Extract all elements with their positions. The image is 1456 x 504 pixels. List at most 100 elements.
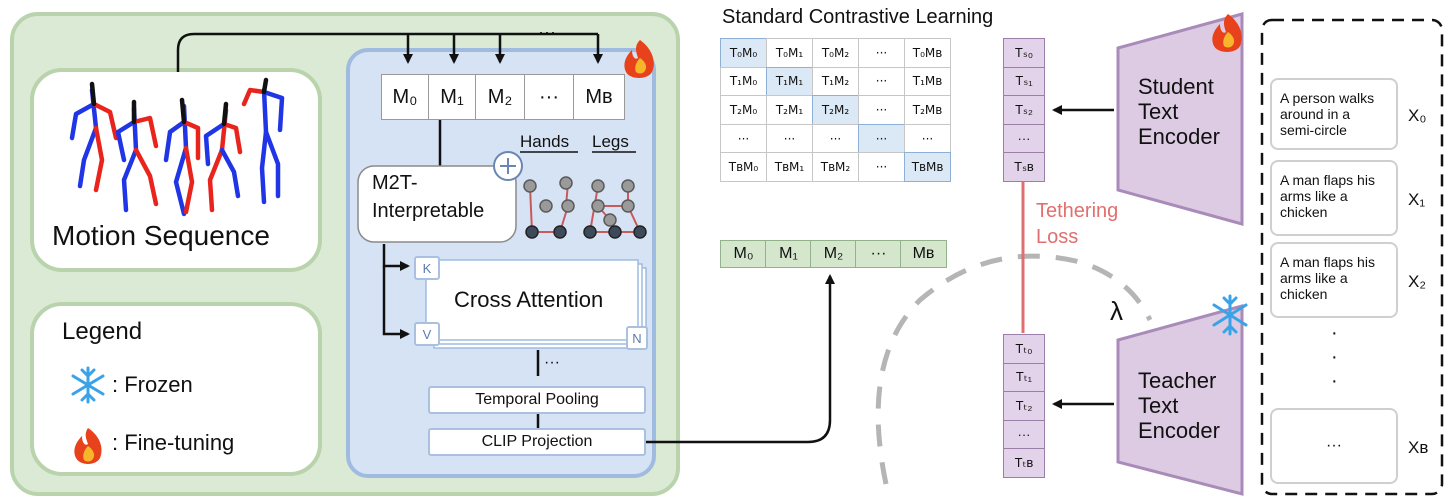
contrastive-title: Standard Contrastive Learning [722,6,994,28]
matrix-cell: TʙM₀ [720,152,767,182]
motion-embedding-cell: M₀ [720,240,767,268]
matrix-cell: T₀M₂ [812,38,859,68]
lambda-dashed-arc [875,253,1153,485]
tethering-label-line1: Tethering [1036,200,1119,222]
teacher-token: ··· [1003,419,1045,449]
matrix-cell: TʙMʙ [904,152,951,182]
proj-to-embedding-arrow [646,274,835,444]
matrix-cell: T₂M₀ [720,95,767,125]
fire-icon-student [1212,14,1242,52]
temporal-pooling-box: Temporal Pooling [428,386,646,414]
student-encoder-shape [1116,12,1244,226]
matrix-cell: T₁M₁ [766,66,813,97]
teacher-token: Tₜʙ [1003,448,1045,478]
student-token: ··· [1003,123,1045,153]
teacher-token: Tₜ₁ [1003,362,1045,392]
matrix-cell: T₁M₀ [720,66,767,97]
matrix-cell: T₀Mʙ [904,38,951,68]
cross-attention-label: Cross Attention [454,287,604,312]
matrix-cell: T₁M₂ [812,66,859,97]
skeleton-figures [69,77,285,217]
motion-token-0: M₀ [381,74,429,120]
legs-label: Legs [592,132,629,151]
joint-graph-icon [523,176,647,239]
cross-attention-box [425,259,639,341]
snowflake-icon-teacher [1212,294,1248,336]
legend-frozen-label: : Frozen [112,372,193,397]
matrix-cell: T₀M₁ [766,38,813,68]
k-label: K [414,256,440,280]
top-ellipsis: ··· [538,22,556,42]
caption-label-0: X₀ [1408,106,1427,125]
caption-label-2: X₂ [1408,272,1426,291]
matrix-cell: TʙM₁ [766,152,813,182]
student-token: Tₛʙ [1003,152,1045,182]
student-token: Tₛ₀ [1003,38,1045,68]
matrix-cell: ··· [720,123,767,154]
caption-box-2: A man flaps his arms like a chicken [1270,242,1398,318]
student-token: Tₛ₁ [1003,66,1045,96]
clip-projection-box: CLIP Projection [428,428,646,456]
snowflake-icon [71,366,105,404]
matrix-cell: T₂M₁ [766,95,813,125]
caption-label-b: Xʙ [1408,438,1429,457]
matrix-cell: T₂Mʙ [904,95,951,125]
fire-icon-encoder [624,40,654,78]
motion-token-b: Mʙ [573,74,625,120]
caption-box-1: A man flaps his arms like a chicken [1270,160,1398,236]
matrix-cell: ··· [858,95,905,125]
caption-container [1260,18,1444,496]
hands-label: Hands [520,132,570,151]
teacher-encoder-label-1: Teacher [1138,368,1217,393]
student-encoder-label-2: Text [1138,99,1179,124]
caption-box-0: A person walks around in a semi-circle [1270,78,1398,150]
matrix-cell: ··· [858,152,905,182]
m2t-label-line1: M2T- [372,172,418,194]
motion-token-ellipsis: ··· [524,74,574,120]
matrix-cell: ··· [904,123,951,154]
teacher-token: Tₜ₂ [1003,391,1045,421]
legend-title: Legend [62,318,143,345]
mid-ellipsis: ··· [544,354,560,371]
matrix-cell: ··· [858,123,905,154]
teacher-token: Tₜ₀ [1003,334,1045,364]
matrix-cell: TʙM₂ [812,152,859,182]
matrix-cell: ··· [766,123,813,154]
caption-label-1: X₁ [1408,190,1426,209]
motion-sequence-label: Motion Sequence [52,220,270,251]
teacher-encoder-label-2: Text [1138,393,1179,418]
matrix-cell: T₂M₂ [812,95,859,125]
tethering-label-line2: Loss [1036,226,1079,248]
vdot-2: · [1331,346,1338,368]
m2t-to-v-arrow [382,266,410,339]
student-encoder-label-1: Student [1138,74,1214,99]
v-label: V [414,322,440,346]
n-label: N [626,326,648,350]
matrix-cell: T₀M₀ [720,38,767,68]
motion-sequence-box [30,68,322,272]
motion-token-1: M₁ [428,74,476,120]
legend-finetuning-label: : Fine-tuning [112,430,235,455]
fire-icon [74,428,102,464]
vdot-3: · [1331,370,1338,392]
motion-embedding-cell: M₂ [810,240,857,268]
matrix-cell: ··· [858,38,905,68]
motion-embedding-cell: ··· [855,240,902,268]
m2t-box [357,165,517,243]
vdot-1: · [1331,322,1338,344]
lambda-label: λ [1110,296,1123,326]
motion-embedding-cell: M₁ [765,240,812,268]
motion-feed-line [176,32,598,72]
caption-box-b: ··· [1270,408,1398,484]
motion-embedding-cell: Mʙ [900,240,947,268]
teacher-encoder-label-3: Encoder [1138,418,1220,443]
motion-token-2: M₂ [475,74,525,120]
teacher-encoder-shape [1116,304,1244,496]
matrix-cell: ··· [858,66,905,97]
matrix-cell: T₁Mʙ [904,66,951,97]
student-encoder-label-3: Encoder [1138,124,1220,149]
student-token: Tₛ₂ [1003,95,1045,125]
matrix-cell: ··· [812,123,859,154]
legend-box [30,302,322,476]
